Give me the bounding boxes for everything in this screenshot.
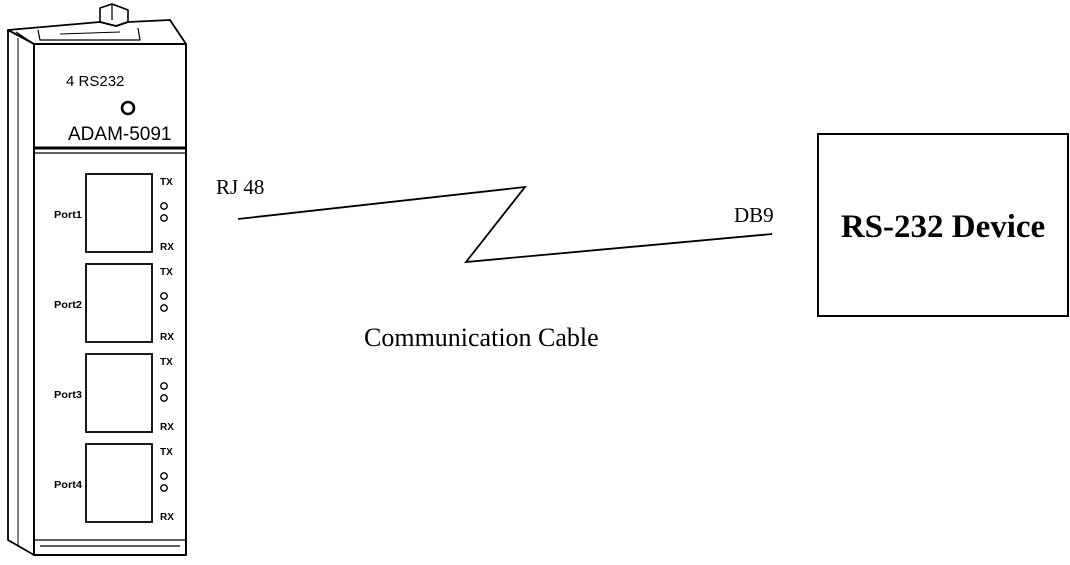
port-4-rx-label: RX xyxy=(160,512,174,523)
rs232-device-label: RS-232 Device xyxy=(841,209,1045,245)
cable-caption: Communication Cable xyxy=(364,323,599,352)
port-4-label: Port4 xyxy=(54,480,82,491)
port-2-tx-led-icon xyxy=(160,292,168,300)
port-4-socket[interactable] xyxy=(85,443,153,523)
db9-connector-label: DB9 xyxy=(734,203,774,227)
port-3-tx-led-icon xyxy=(160,382,168,390)
port-2: Port2 TX RX xyxy=(54,263,174,343)
rs232-device-box[interactable] xyxy=(817,133,1069,317)
port-2-rx-led-icon xyxy=(160,304,168,312)
port-4-rx-led-icon xyxy=(160,484,168,492)
port-1-rx-led-icon xyxy=(160,214,168,222)
port-4-tx-label: TX xyxy=(160,447,173,458)
port-2-rx-label: RX xyxy=(160,332,174,343)
module-model-label: ADAM-5091 xyxy=(68,124,172,145)
communication-cable xyxy=(237,185,773,264)
port-3-label: Port3 xyxy=(54,390,82,401)
port-3-rx-label: RX xyxy=(160,422,174,433)
module-front-face xyxy=(33,43,187,556)
port-3-socket[interactable] xyxy=(85,353,153,433)
port-4: Port4 TX RX xyxy=(54,443,174,523)
rj48-connector-label: RJ 48 xyxy=(216,175,264,199)
port-2-socket[interactable] xyxy=(85,263,153,343)
port-1: Port1 TX RX xyxy=(54,173,174,253)
port-1-tx-label: TX xyxy=(160,177,173,188)
module-header-text: 4 RS232 xyxy=(66,73,124,90)
port-1-label: Port1 xyxy=(54,210,82,221)
port-3-rx-led-icon xyxy=(160,394,168,402)
port-3-tx-label: TX xyxy=(160,357,173,368)
port-4-tx-led-icon xyxy=(160,472,168,480)
port-1-tx-led-icon xyxy=(160,202,168,210)
port-2-tx-label: TX xyxy=(160,267,173,278)
module-side-panel xyxy=(7,29,35,556)
port-2-label: Port2 xyxy=(54,300,82,311)
adam-module xyxy=(7,3,187,556)
port-1-rx-label: RX xyxy=(160,242,174,253)
status-led-icon xyxy=(120,100,136,116)
port-3: Port3 TX RX xyxy=(54,353,174,433)
port-1-socket[interactable] xyxy=(85,173,153,253)
